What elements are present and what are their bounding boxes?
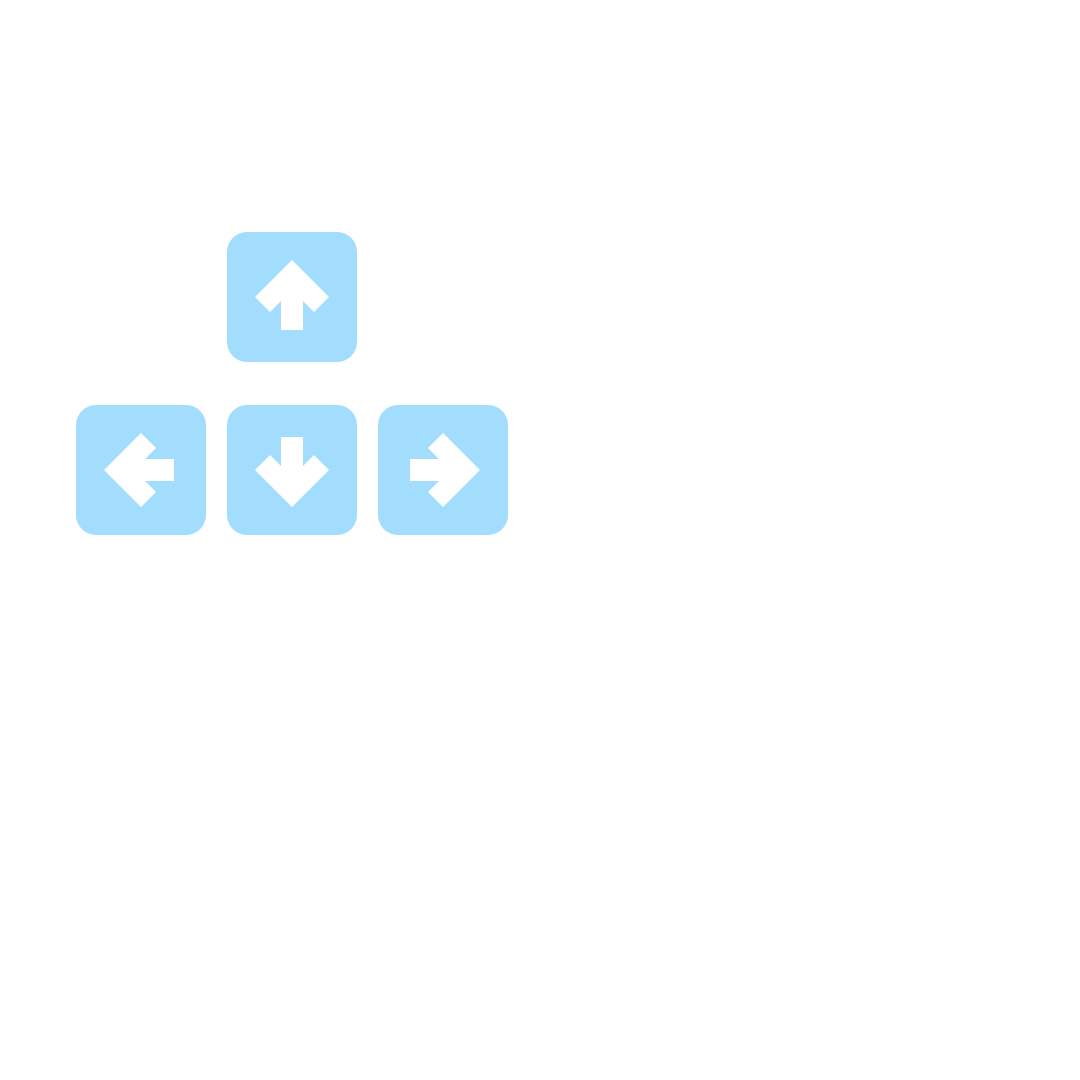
- arrow-left-key[interactable]: [76, 405, 206, 535]
- arrow-down-key[interactable]: [227, 405, 357, 535]
- arrow-right-icon: [410, 433, 480, 507]
- arrow-left-icon: [104, 433, 174, 507]
- arrow-up-icon: [255, 260, 329, 330]
- arrow-down-icon: [255, 437, 329, 507]
- arrow-up-key[interactable]: [227, 232, 357, 362]
- arrow-right-key[interactable]: [378, 405, 508, 535]
